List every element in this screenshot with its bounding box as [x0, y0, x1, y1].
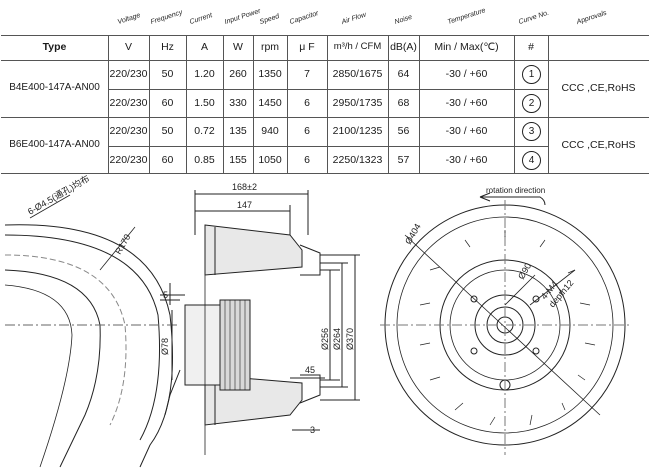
cell-power: 330 [229, 97, 247, 109]
label-d3: 3 [310, 425, 315, 435]
cell-voltage: 220/230 [109, 125, 148, 137]
unit-type: Type [42, 41, 67, 53]
fan-technical-drawing: 6-Ø4.5(通孔)均布 R170 168±2 147 5 Ø78 Ø256 Ø… [4, 175, 630, 468]
curve-badge: 2 [522, 94, 541, 113]
unit-noise: dB(A) [390, 41, 417, 53]
model-b6e: B6E400-147A-AN00 [9, 139, 100, 150]
header-approvals: Approvals [575, 9, 608, 26]
approvals-b4e: CCC ,CE,RoHS [561, 82, 636, 94]
cell-capacitor: 7 [304, 68, 310, 80]
cell-frequency: 60 [161, 154, 174, 166]
label-r170: R170 [113, 232, 132, 256]
cell-capacitor: 6 [304, 97, 310, 109]
cell-airflow: 2850/1675 [332, 68, 383, 80]
cell-speed: 1450 [258, 97, 282, 109]
inlet-ring-view [4, 194, 180, 468]
label-d256: Ø256 [320, 328, 330, 350]
label-d45: 45 [305, 365, 315, 375]
cell-power: 260 [229, 68, 247, 80]
cell-noise: 64 [397, 68, 410, 80]
header-capacitor: Capacitor [288, 10, 320, 26]
model-b4e: B4E400-147A-AN00 [9, 82, 100, 93]
cell-noise: 68 [397, 97, 410, 109]
unit-temp: Min / Max(℃) [434, 41, 499, 53]
cell-power: 135 [229, 125, 247, 137]
header-curve-no: Curve No. [517, 9, 550, 26]
header-current: Current [188, 12, 214, 26]
label-d147: 147 [237, 200, 252, 210]
cell-frequency: 60 [161, 97, 174, 109]
header-input-power: Input Power [223, 7, 262, 27]
cell-capacitor: 6 [304, 125, 310, 137]
label-holes: 6-Ø4.5(通孔)均布 [26, 175, 92, 217]
cell-airflow: 2950/1735 [332, 97, 383, 109]
cell-noise: 56 [397, 125, 410, 137]
unit-power: W [233, 41, 243, 53]
cell-voltage: 220/230 [109, 154, 148, 166]
label-d264: Ø264 [332, 328, 342, 350]
label-d90: Ø90 [516, 261, 533, 281]
cell-current: 0.72 [194, 125, 215, 137]
front-view [380, 192, 630, 455]
unit-capacitor: μ F [299, 41, 315, 53]
approvals-b6e: CCC ,CE,RoHS [561, 139, 636, 151]
curve-badge: 4 [522, 151, 541, 170]
cell-speed: 1050 [258, 154, 282, 166]
side-section-view [160, 190, 360, 455]
label-rotation: rotation direction [486, 186, 545, 195]
cell-capacitor: 6 [304, 154, 310, 166]
label-d78: Ø78 [160, 338, 170, 355]
cell-frequency: 50 [161, 68, 174, 80]
cell-voltage: 220/230 [109, 68, 148, 80]
cell-current: 1.20 [194, 68, 215, 80]
cell-airflow: 2250/1323 [332, 154, 383, 166]
unit-voltage: V [124, 41, 132, 53]
label-d370: Ø370 [345, 328, 355, 350]
cell-speed: 940 [261, 125, 279, 137]
spec-table: Voltage Frequency Current Input Power Sp… [1, 1, 649, 174]
header-temperature: Temperature [446, 7, 487, 26]
cell-temperature: -30 / +60 [445, 97, 488, 109]
unit-frequency: Hz [161, 41, 174, 53]
unit-current: A [200, 41, 208, 53]
curve-badge: 3 [522, 122, 541, 141]
unit-speed: rpm [260, 41, 280, 53]
curve-badge: 1 [522, 65, 541, 84]
label-d168: 168±2 [232, 182, 257, 192]
header-voltage: Voltage [116, 12, 142, 26]
cell-voltage: 220/230 [109, 97, 148, 109]
cell-current: 0.85 [194, 154, 215, 166]
cell-frequency: 50 [161, 125, 174, 137]
cell-temperature: -30 / +60 [445, 154, 488, 166]
unit-curve: # [528, 41, 534, 53]
cell-noise: 57 [397, 154, 410, 166]
label-d5: 5 [163, 290, 168, 300]
header-speed: Speed [258, 13, 281, 26]
cell-power: 155 [229, 154, 247, 166]
header-frequency: Frequency [149, 9, 184, 26]
unit-airflow: m³/h / CFM [333, 41, 382, 52]
header-noise: Noise [393, 13, 414, 26]
cell-airflow: 2100/1235 [332, 125, 383, 137]
cell-speed: 1350 [258, 68, 282, 80]
cell-temperature: -30 / +60 [445, 125, 488, 137]
header-airflow: Air Flow [340, 11, 368, 26]
cell-current: 1.50 [194, 97, 215, 109]
cell-temperature: -30 / +60 [445, 68, 488, 80]
label-d404: Ø404 [403, 222, 423, 246]
